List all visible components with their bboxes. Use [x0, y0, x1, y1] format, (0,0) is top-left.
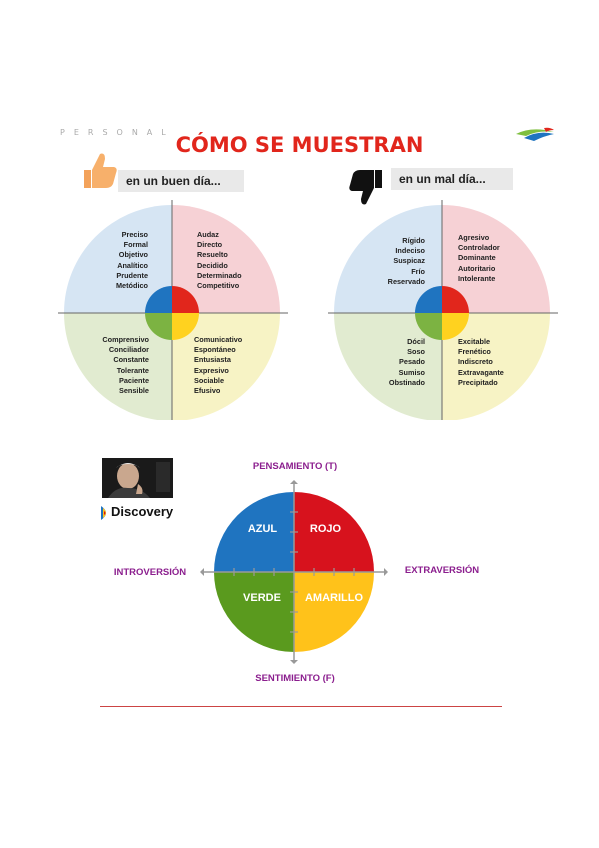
bad-day-blue-traits: Rígido Indeciso Suspicaz Frío Reservado [365, 236, 425, 287]
trait: Constante [113, 355, 149, 365]
trait: Decidido [197, 260, 228, 270]
azul-quadrant [214, 492, 294, 572]
trait: Reservado [387, 276, 425, 286]
verde-label: VERDE [243, 592, 281, 604]
trait: Preciso [121, 230, 148, 239]
good-day-green-traits: Comprensivo Conciliador Constante Tolera… [80, 335, 149, 396]
trait: Comunicativo [194, 335, 243, 344]
trait: Directo [197, 240, 223, 250]
trait: Agresivo [458, 233, 490, 242]
footer-divider [100, 706, 502, 707]
good-day-red-traits: Audaz Directo Resuelto Decidido Determin… [197, 230, 267, 291]
axis-left-label: INTROVERSIÓN [113, 567, 187, 578]
axis-top-label: PENSAMIENTO (T) [252, 461, 338, 472]
trait: Frenético [458, 347, 491, 357]
bad-day-label: en un mal día... [391, 168, 513, 190]
trait: Tolerante [116, 365, 149, 375]
trait: Autoritario [458, 263, 496, 273]
trait: Competitivo [197, 280, 240, 290]
trait: Paciente [118, 375, 149, 385]
good-day-yellow-traits: Comunicativo Espontáneo Entusiasta Expre… [194, 335, 264, 396]
azul-label: AZUL [247, 523, 278, 535]
trait: Comprensivo [102, 335, 149, 344]
good-day-blue-traits: Preciso Formal Objetivo Analítico Pruden… [90, 230, 148, 291]
trait: Precipitado [458, 377, 498, 387]
bad-day-green-traits: Dócil Soso Pesado Sumiso Obstinado [365, 337, 425, 388]
trait: Excitable [458, 337, 491, 346]
bad-day-red-traits: Agresivo Controlador Dominante Autoritar… [458, 233, 528, 284]
discovery-logo: Discovery [100, 504, 180, 522]
discovery-mark-icon [101, 506, 106, 520]
trait: Resuelto [197, 250, 228, 260]
amarillo-quadrant [294, 572, 374, 652]
trait: Analítico [117, 260, 148, 270]
thumbs-down-icon [349, 170, 382, 205]
trait: Entusiasta [194, 355, 231, 365]
rojo-label: ROJO [309, 523, 342, 535]
portrait-photo [102, 458, 173, 498]
bad-day-quadrant-chart [328, 200, 558, 420]
trait: Determinado [197, 270, 242, 280]
discovery-logo-text: Discovery [111, 504, 174, 519]
trait: Metódico [115, 280, 148, 290]
trait: Conciliador [108, 345, 149, 355]
amarillo-label: AMARILLO [304, 592, 364, 604]
axis-right-label: EXTRAVERSIÓN [404, 565, 480, 576]
trait: Formal [123, 240, 148, 250]
trait: Expresivo [194, 365, 229, 375]
color-model-chart [200, 480, 388, 664]
trait: Prudente [116, 270, 148, 280]
trait: Dócil [407, 337, 425, 346]
trait: Sensible [118, 385, 149, 395]
trait: Sumiso [398, 367, 425, 377]
verde-quadrant [214, 572, 294, 652]
bad-day-yellow-traits: Excitable Frenético Indiscreto Extravaga… [458, 337, 530, 388]
good-day-quadrant-chart [58, 200, 288, 420]
trait: Obstinado [388, 377, 425, 387]
trait: Espontáneo [194, 345, 236, 355]
trait: Soso [407, 347, 425, 357]
thumbs-up-icon [84, 153, 117, 188]
brand-text: PERSONAL [60, 128, 175, 137]
trait: Suspicaz [393, 256, 425, 266]
trait: Objetivo [118, 250, 148, 260]
rojo-quadrant [294, 492, 374, 572]
trait: Intolerante [458, 273, 496, 283]
good-day-label: en un buen día... [118, 170, 244, 192]
trait: Pesado [399, 357, 425, 367]
trait: Indeciso [395, 246, 425, 256]
trait: Extravagante [458, 367, 504, 377]
trait: Indiscreto [458, 357, 493, 367]
trait: Efusivo [194, 385, 221, 395]
page-title: CÓMO SE MUESTRAN [175, 133, 424, 157]
axis-bottom-label: SENTIMIENTO (F) [255, 673, 335, 684]
trait: Sociable [194, 375, 225, 385]
brand-logo-icon [516, 127, 554, 141]
trait: Rígido [402, 236, 425, 245]
trait: Audaz [197, 230, 219, 239]
trait: Dominante [458, 253, 496, 263]
trait: Controlador [458, 243, 500, 253]
trait: Frío [411, 266, 425, 276]
